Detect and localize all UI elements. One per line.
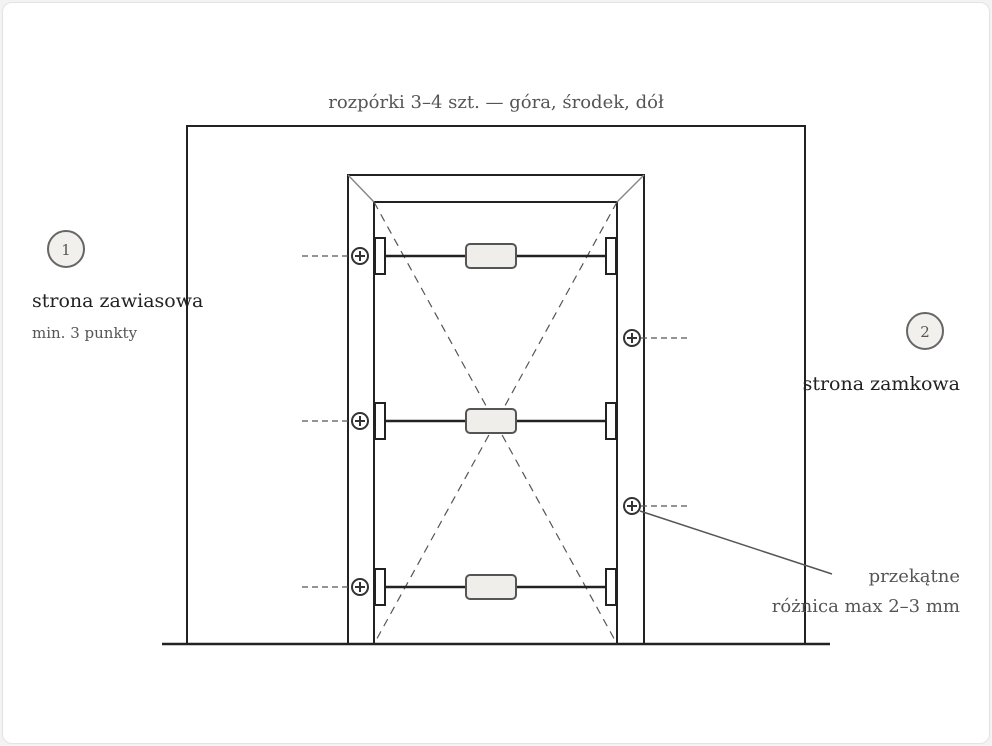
lock-anchor-2 (623, 497, 690, 515)
hinge-anchor-2 (302, 412, 369, 430)
wall-opening (186, 125, 806, 645)
hinge-anchor-3 (302, 578, 369, 596)
spreader-bottom (374, 568, 617, 606)
diagonals-tolerance: różnica max 2–3 mm (772, 596, 960, 617)
hinge-anchor-1 (302, 247, 369, 265)
badge-lock-number: 2 (920, 323, 930, 341)
hinge-side-title: strona zawiasowa (32, 290, 203, 312)
spreader-middle (374, 402, 617, 440)
mitre-right (616, 174, 645, 203)
diagonals-title: przekątne (869, 566, 960, 587)
hinge-side-subtitle: min. 3 punkty (32, 324, 138, 342)
diagonal-leader-line (639, 510, 833, 575)
frame-outer (347, 174, 645, 644)
lock-anchor-1 (623, 329, 690, 347)
lock-side-title: strona zamkowa (803, 373, 960, 395)
badge-hinge-number: 1 (61, 241, 71, 259)
mitre-left (347, 174, 375, 203)
badge-hinge: 1 (47, 230, 85, 268)
spreader-top (374, 237, 617, 275)
top-label: rozpórki 3–4 szt. — góra, środek, dół (328, 92, 664, 113)
badge-lock: 2 (906, 312, 944, 350)
